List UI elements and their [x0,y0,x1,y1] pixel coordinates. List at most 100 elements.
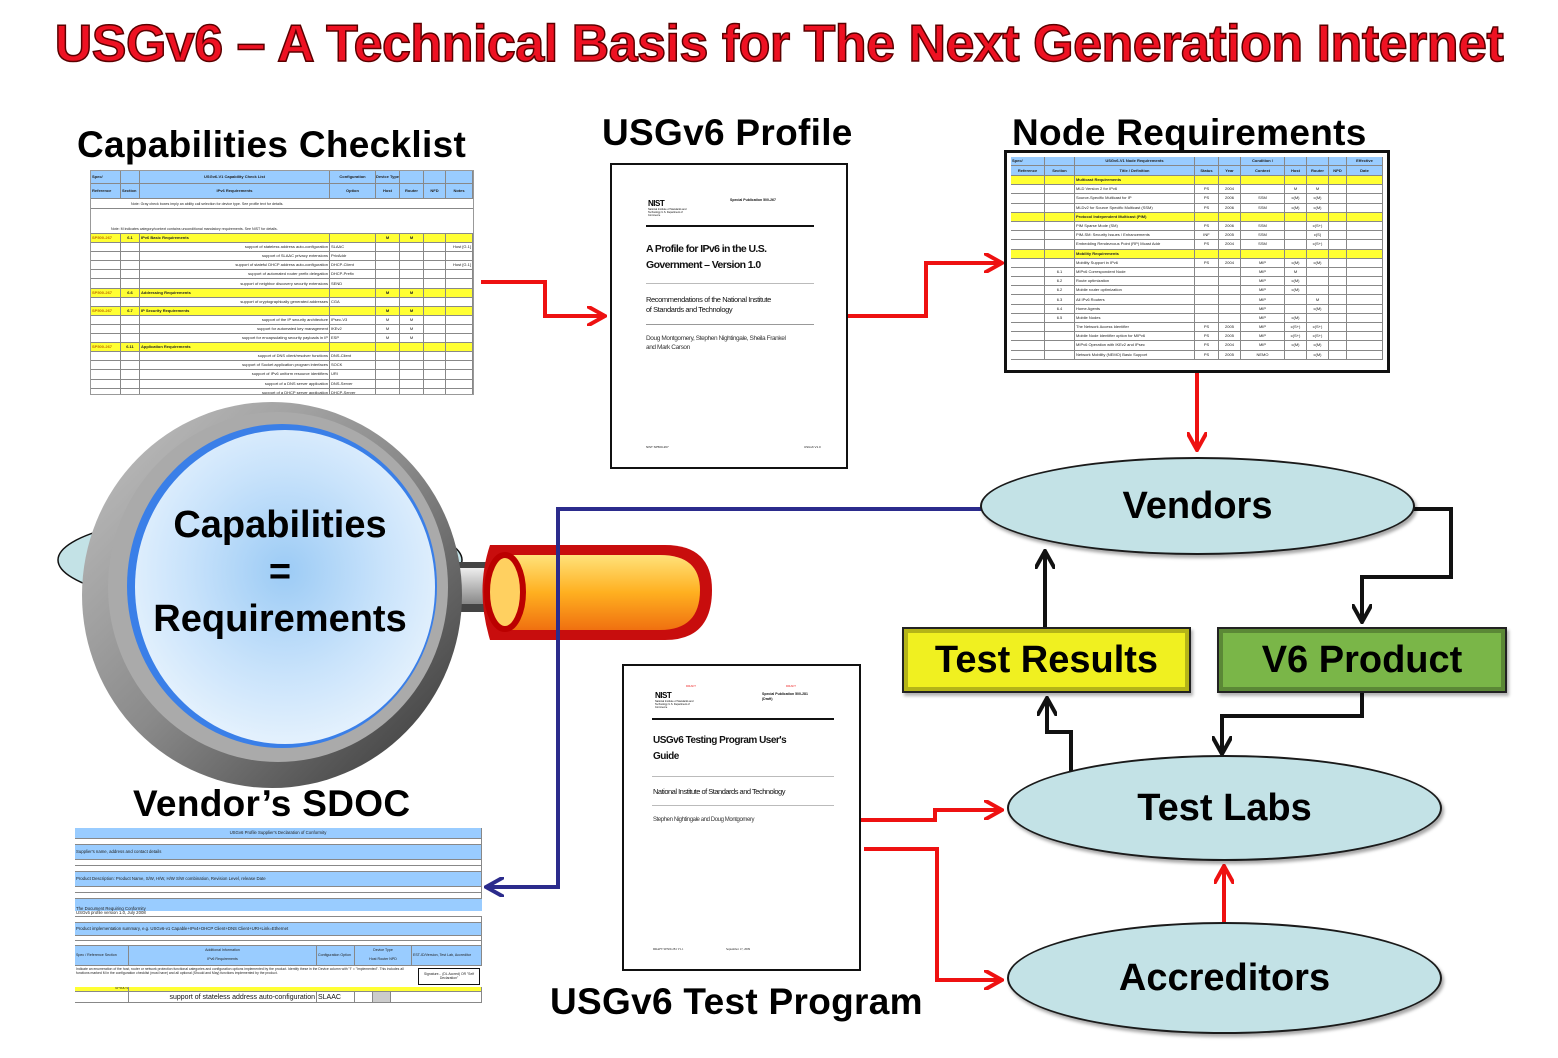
table-cell: NEMO [1241,350,1285,359]
table-cell [1347,286,1383,295]
table-cell [376,361,400,370]
table-cell [121,379,140,388]
table-row: support of DNS client/resolver functions… [91,352,473,362]
table-cell: DHCP-Server [330,388,376,394]
table-cell: MIPv6 Correspondent Node [1075,267,1195,277]
table-cell: INF [1195,231,1219,240]
table-cell [446,297,473,306]
table-cell: Mobile Nodes [1075,313,1195,322]
table-cell: Configuration [330,171,376,183]
arrow-checklist-to-profile [481,280,603,316]
table-cell: PS [1195,341,1219,350]
table-cell: M [376,234,400,243]
checklist-note: Note: M indicates category/context conta… [91,209,473,234]
table-cell: c(M) [1307,350,1329,359]
table-cell [1347,194,1383,203]
table-cell [446,352,473,361]
table-cell [1011,323,1045,332]
table-cell: MLDv2 for Source Specific Multicast (SSM… [1075,203,1195,212]
table-cell: support of SLAAC privacy extensions [140,252,330,261]
table-cell [1285,240,1307,249]
table-cell [1045,185,1075,194]
table-cell: MIP [1241,332,1285,341]
table-cell [400,261,424,270]
table-cell: 2005 [1219,350,1241,359]
table-cell: 6.2 [1045,277,1075,286]
table-cell: M [1285,185,1307,194]
table-cell [91,315,121,324]
table-cell [1285,176,1307,185]
table-cell [1241,185,1285,194]
table-cell [91,388,121,394]
table-cell [1347,240,1383,249]
table-cell [400,171,424,183]
table-cell: SP500-267 [91,343,121,352]
table-cell: DNS-Client [330,352,376,361]
arrow-test-program-to-test-labs [861,810,1000,822]
table-cell: support for automated key management [140,324,330,334]
table-cell [446,361,473,370]
table-cell: Date [1347,166,1383,175]
table-cell: M [1285,267,1307,277]
table-cell: Effective [1347,157,1383,165]
document-authors-2: and Mark Carson [646,344,690,351]
table-cell [1195,286,1219,295]
sdoc-col-config: Configuration Option [317,946,355,965]
table-cell [1219,267,1241,277]
table-cell [1045,341,1075,350]
table-cell [400,379,424,388]
table-cell [121,252,140,261]
table-cell: Network Mobility (NEMO) Basic Support [1075,350,1195,359]
table-cell: c(S+) [1307,332,1329,341]
table-cell: support of DNS client/resolver functions [140,352,330,361]
table-cell [446,343,473,352]
table-cell: support of stateless address auto-config… [140,243,330,252]
table-cell: NFD [424,184,446,198]
table-cell [376,279,400,288]
document-authors: Stephen Nightingale and Doug Montgomery [653,817,755,823]
table-cell [424,388,446,394]
table-cell [1329,341,1347,350]
sdoc-document-label: The Document Requiring Conformity [75,899,482,911]
table-cell: support of a DNS server application [140,379,330,388]
table-cell: ESP [330,334,376,343]
table-cell [1329,286,1347,295]
table-cell: PS [1195,350,1219,359]
table-cell [1347,231,1383,240]
table-cell: Router [400,184,424,198]
table-cell [376,370,400,379]
table-cell: MIPv6 Operation with IKEv2 and IPsec [1075,341,1195,350]
table-row: Multicast Requirements [1011,176,1383,186]
sdoc-row-ref: SP500 6.1 [75,987,129,991]
document-title-2: Government – Version 1.0 [646,259,761,271]
table-cell: c(M) [1285,258,1307,267]
table-cell: MIP [1241,313,1285,322]
table-cell: PS [1195,332,1219,341]
table-cell: c(M) [1307,304,1329,313]
table-cell [1329,313,1347,322]
table-cell: M [376,306,400,315]
table-cell: M [400,315,424,324]
table-cell [1329,240,1347,249]
table-cell [1329,350,1347,359]
table-cell [1347,267,1383,277]
table-cell: 2006 [1219,194,1241,203]
table-cell [1307,313,1329,322]
sdoc-row-opt: SLAAC [317,992,355,1002]
table-cell [400,279,424,288]
table-cell: c(M) [1285,313,1307,322]
heading-node-requirements: Node Requirements [1012,112,1367,153]
table-cell [400,297,424,306]
table-cell [121,279,140,288]
table-cell: c(S) [1307,231,1329,240]
table-cell [446,324,473,334]
table-cell: MIP [1241,286,1285,295]
table-cell [376,261,400,270]
table-cell: 2006 [1219,221,1241,231]
